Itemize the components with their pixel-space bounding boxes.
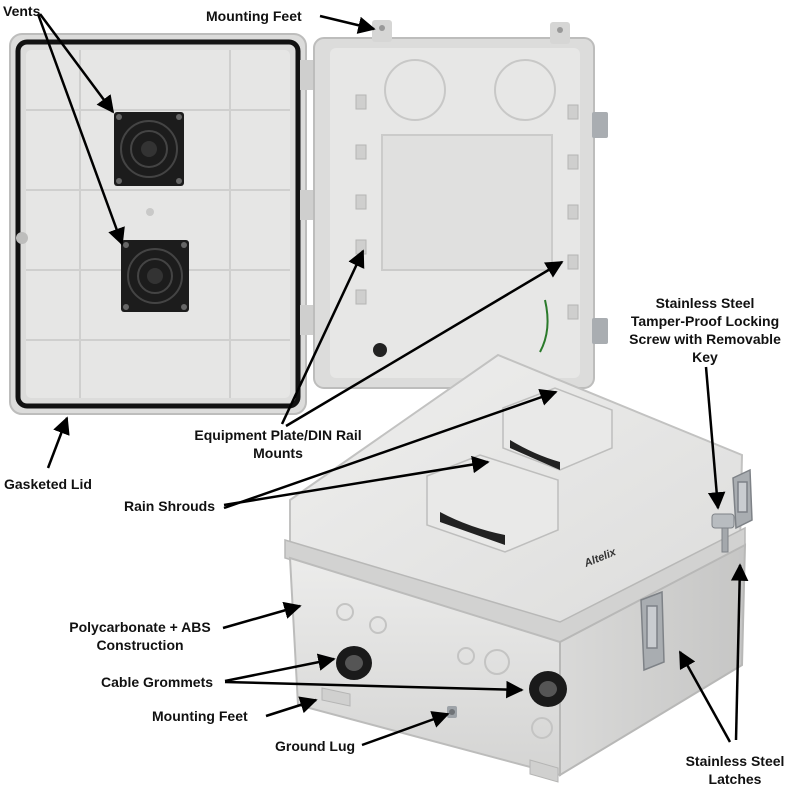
label-locking-screw: Stainless Steel Tamper-Proof Locking Scr…	[620, 294, 790, 366]
label-construction: Polycarbonate + ABS Construction	[50, 618, 230, 654]
label-equipment-plate-line1: Equipment Plate/DIN Rail	[194, 427, 362, 443]
open-base	[313, 20, 608, 389]
label-gasketed-lid: Gasketed Lid	[4, 476, 92, 492]
lid-gasket	[15, 39, 301, 409]
label-rain-shrouds: Rain Shrouds	[124, 498, 216, 514]
locking-screw-key	[711, 513, 735, 553]
label-latches: Stainless Steel Latches	[670, 752, 800, 788]
ground-lug	[447, 706, 457, 718]
label-mounting-feet-bottom: Mounting Feet	[152, 708, 248, 724]
vent-fan-upper	[114, 112, 184, 186]
label-ground-lug: Ground Lug	[275, 738, 356, 754]
label-equipment-plate: Equipment Plate/DIN Rail Mounts	[158, 426, 398, 462]
label-construction-line2: Construction	[96, 637, 184, 653]
label-cable-grommets: Cable Grommets	[101, 674, 214, 690]
latch-upper	[732, 468, 753, 530]
label-locking-screw-line4: Key	[692, 349, 718, 365]
label-construction-line1: Polycarbonate + ABS	[69, 619, 211, 635]
label-latches-line2: Latches	[708, 771, 762, 787]
label-locking-screw-line3: Screw with Removable	[629, 331, 781, 347]
rain-shroud-rear	[502, 387, 613, 471]
label-locking-screw-line1: Stainless Steel	[655, 295, 755, 311]
vent-fan-lower	[121, 240, 189, 312]
latch-lower	[640, 590, 665, 672]
label-vents: Vents	[3, 3, 41, 19]
cable-grommet-left	[336, 646, 372, 680]
label-locking-screw-line2: Tamper-Proof Locking	[630, 313, 780, 329]
closed-enclosure	[284, 353, 753, 783]
rain-shroud-front	[426, 454, 559, 553]
label-equipment-plate-line2: Mounts	[253, 445, 303, 461]
callout-arrows	[36, 13, 749, 747]
cable-grommet-right	[529, 671, 567, 707]
label-latches-line1: Stainless Steel	[685, 753, 785, 769]
label-mounting-feet-top: Mounting Feet	[206, 8, 302, 24]
open-lid	[9, 33, 314, 415]
